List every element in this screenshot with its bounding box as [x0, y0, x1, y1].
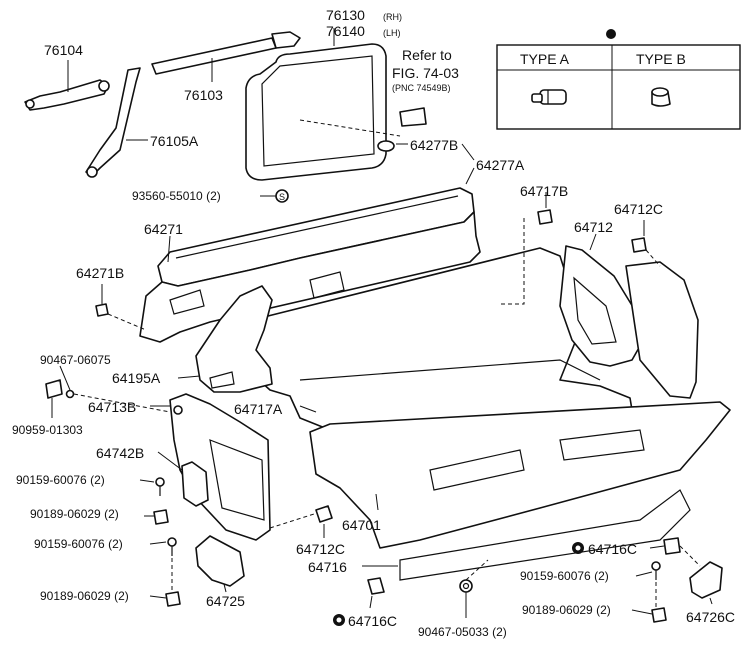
part-64712c-clip-top [631, 237, 647, 253]
label-76130: 76130 [326, 7, 365, 23]
label-64195a: 64195A [112, 370, 161, 386]
label-93560: 93560-55010 (2) [132, 189, 221, 203]
label-64716c-right: 64716C [588, 541, 637, 557]
part-76130-lid-panel [245, 43, 387, 181]
label-76140-lh: (LH) [383, 28, 401, 38]
part-90467-clip [45, 379, 75, 399]
label-64717b: 64717B [520, 183, 568, 199]
part-90467-05033-clip [459, 579, 473, 593]
label-64277b: 64277B [410, 137, 458, 153]
part-64725-bracket [195, 535, 245, 587]
label-76140: 76140 [326, 23, 365, 39]
part-64701-rear-trim [309, 401, 731, 581]
fig-ref-text: FIG. 74-03 [392, 65, 459, 81]
part-76103-torsion-bar [151, 31, 301, 75]
label-90159-a: 90159-60076 (2) [16, 473, 105, 487]
label-64271: 64271 [144, 221, 183, 237]
label-90189-a: 90189-06029 (2) [30, 507, 119, 521]
label-90467-06075: 90467-06075 [40, 353, 111, 367]
label-64716c-bottom: 64716C [348, 613, 397, 629]
label-76103: 76103 [184, 87, 223, 103]
screw-90159-c-icon [651, 561, 661, 580]
part-64742b-bracket [181, 461, 209, 507]
part-64716c-clip-right [663, 537, 681, 555]
part-64271-package-tray [139, 187, 481, 343]
part-64712c-clip-bottom [315, 505, 333, 523]
part-64712-right-trim [559, 245, 641, 367]
label-76104: 76104 [44, 42, 83, 58]
part-76105a-arm [85, 67, 141, 178]
label-76105a: 76105A [150, 133, 199, 149]
screw-90159-b-icon [167, 537, 177, 556]
label-64712c-bottom: 64712C [296, 541, 345, 557]
label-64712: 64712 [574, 219, 613, 235]
screw-90159-a-icon [155, 477, 165, 496]
part-76104-hinge [24, 79, 110, 111]
label-64277a: 64277A [476, 157, 525, 173]
part-right-wheelhouse [625, 261, 699, 399]
clip-type-b-icon [651, 87, 671, 107]
part-64277b-cap [377, 140, 395, 152]
label-90159-c: 90159-60076 (2) [520, 569, 609, 583]
pnc-ref-text: (PNC 74549B) [392, 83, 451, 93]
label-64717a: 64717A [234, 401, 283, 417]
label-64726c: 64726C [686, 609, 735, 625]
label-64742b: 64742B [96, 445, 144, 461]
type-b-header: TYPE B [636, 51, 686, 67]
part-64716c-clip-bottom [367, 577, 385, 595]
part-64717a-floor-carpet [241, 247, 633, 431]
nut-90189-a-icon [153, 509, 169, 525]
part-64195a-side-bracket [195, 285, 273, 393]
part-64271b-clip [95, 303, 109, 317]
label-90159-b: 90159-60076 (2) [34, 537, 123, 551]
label-64725: 64725 [206, 593, 245, 609]
nut-90189-c-icon [651, 607, 667, 623]
type-a-header: TYPE A [520, 51, 570, 67]
nut-90189-b-icon [165, 591, 181, 607]
part-64713b-quarter-trim [169, 393, 271, 541]
label-64271b: 64271B [76, 265, 124, 281]
label-64716: 64716 [308, 559, 347, 575]
label-64712c-top: 64712C [614, 201, 663, 217]
reference-pad-icon [399, 107, 427, 127]
label-90189-b: 90189-06029 (2) [40, 589, 129, 603]
part-64717b-clip [537, 209, 553, 225]
label-64713b: 64713B [88, 399, 136, 415]
label-64701: 64701 [342, 517, 381, 533]
s-marker-text: S [279, 192, 285, 202]
type-table: TYPE A TYPE B [496, 29, 741, 130]
label-90467-05033: 90467-05033 (2) [418, 625, 507, 639]
label-90959: 90959-01303 [12, 423, 83, 437]
part-64726c-bracket [689, 561, 723, 599]
label-76130-rh: (RH) [383, 12, 402, 22]
label-90189-c: 90189-06029 (2) [522, 603, 611, 617]
table-marker-icon [606, 29, 616, 39]
refer-to-text: Refer to [402, 47, 452, 63]
clip-type-a-icon [531, 89, 567, 105]
